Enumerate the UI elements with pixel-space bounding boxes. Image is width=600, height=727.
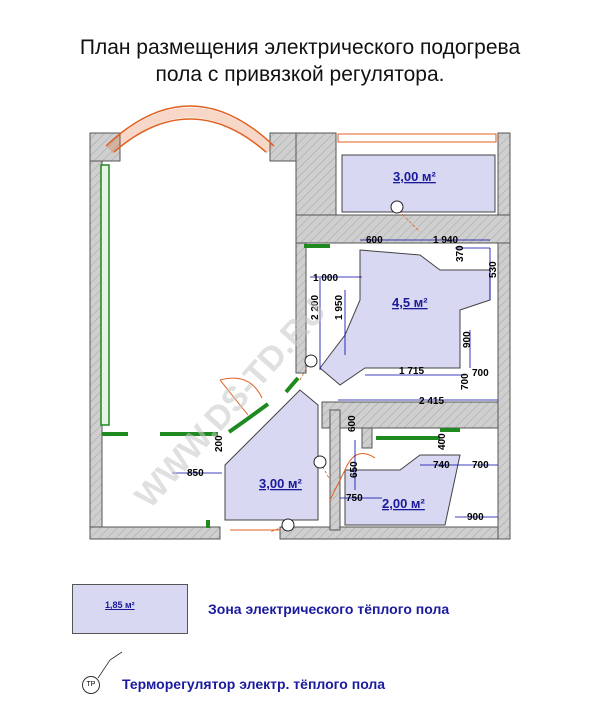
title-line-2: пола с привязкой регулятора. xyxy=(155,63,445,86)
bay-window-outer xyxy=(105,105,275,147)
dimension-label: 600 xyxy=(366,235,383,246)
legend-zone-sample-label: 1,85 м² xyxy=(105,600,135,610)
dimension-label: 2 200 xyxy=(310,295,321,320)
dimension-label: 600 xyxy=(347,415,358,432)
dimension-label: 1 950 xyxy=(334,295,345,320)
thermostat-icon: ТР xyxy=(82,676,100,694)
zone-area-label: 3,00 м² xyxy=(259,476,303,491)
dimension-label: 1 000 xyxy=(313,273,338,284)
walls xyxy=(89,132,511,540)
zone-hall xyxy=(319,249,491,386)
dimension-label: 370 xyxy=(455,245,466,262)
dimension-label: 750 xyxy=(346,493,363,504)
dimension-lines xyxy=(172,239,498,518)
bay-window-inner xyxy=(113,118,267,153)
thermostat-symbols xyxy=(281,200,404,532)
title-line-1: План размещения электрического подогрева xyxy=(79,36,521,59)
dimension-label: 200 xyxy=(214,435,225,452)
top-window xyxy=(337,133,497,143)
dimension-label: 740 xyxy=(433,460,450,471)
dimension-label: 850 xyxy=(187,468,204,479)
dimension-label: 2 415 xyxy=(419,396,444,407)
zone-area-label: 3,00 м² xyxy=(393,169,437,184)
dimension-label: 530 xyxy=(488,261,499,278)
dimension-label: 700 xyxy=(472,460,489,471)
thermostat-icon xyxy=(390,200,404,214)
dimension-label: 700 xyxy=(460,373,471,390)
page-title: План размещения электрического подогрева… xyxy=(0,34,600,88)
dimension-label: 1 940 xyxy=(433,235,458,246)
dimension-label: 650 xyxy=(349,461,360,478)
legend-zone-sample: 1,85 м² xyxy=(72,584,188,634)
zone-area-label: 4,5 м² xyxy=(392,295,428,310)
doors xyxy=(219,377,376,531)
thermostat-icon xyxy=(281,518,295,532)
dimension-labels: 600 1 940 1 000 370 530 2 200 1 950 900 … xyxy=(187,235,499,523)
legend-thermostat-lead xyxy=(97,651,123,679)
zone-area-label: 2,00 м² xyxy=(382,496,426,511)
bay-window xyxy=(106,107,274,154)
dimension-label: 900 xyxy=(462,331,473,348)
legend-zone-label: Зона электрического тёплого пола xyxy=(208,601,450,617)
zone-bath xyxy=(344,454,461,526)
legend-thermostat-label: Терморегулятор электр. тёплого пола xyxy=(122,676,386,692)
thermostat-icon xyxy=(304,354,318,368)
heat-wire xyxy=(102,244,460,528)
thermostat-icon xyxy=(313,455,327,469)
dimension-label: 400 xyxy=(437,433,448,450)
dimension-label: 900 xyxy=(467,512,484,523)
zone-kitchen xyxy=(341,154,496,213)
left-window xyxy=(100,164,110,426)
dimension-label: 700 xyxy=(472,368,489,379)
dimension-label: 1 715 xyxy=(399,366,424,377)
